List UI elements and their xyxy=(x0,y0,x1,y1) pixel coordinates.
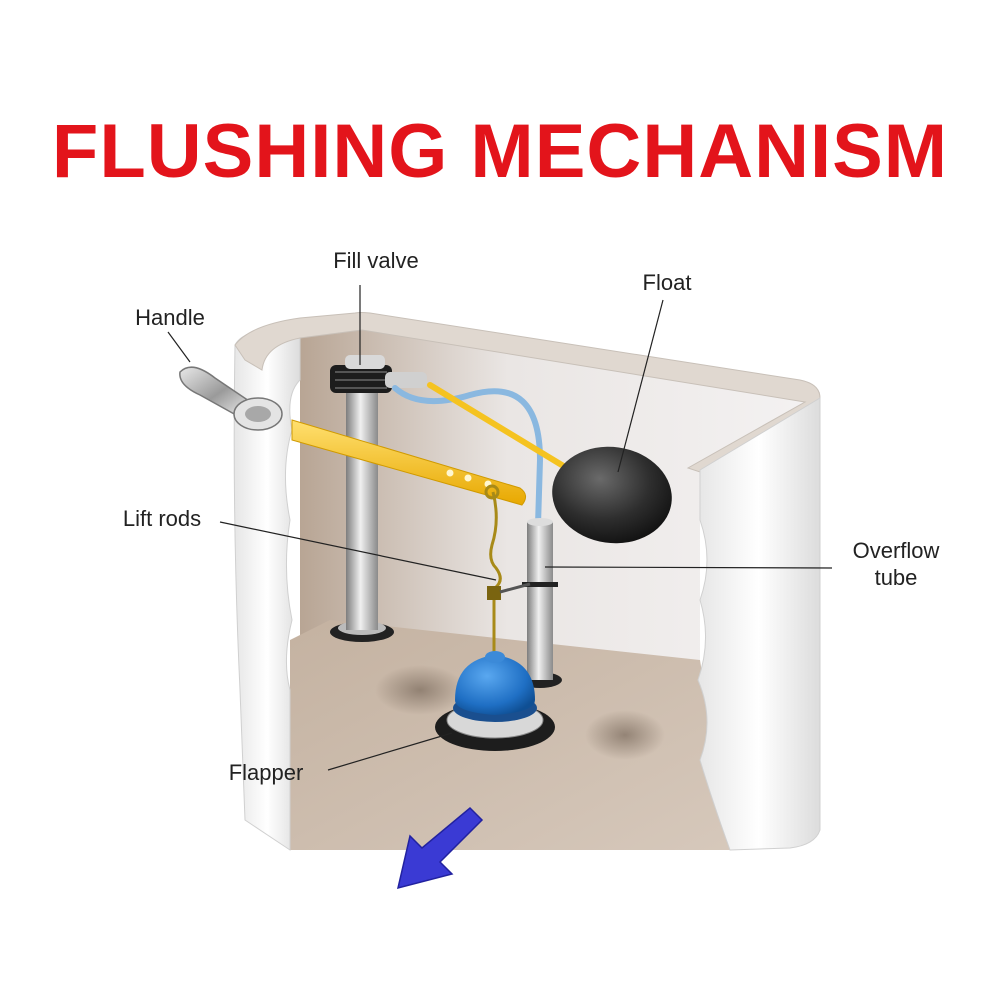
label-lift-rods: Lift rods xyxy=(123,506,201,531)
tank-left-wall xyxy=(233,321,301,851)
float-ball xyxy=(552,446,672,544)
label-overflow-line2: tube xyxy=(875,565,918,590)
floor-shadow-left xyxy=(375,665,465,715)
overflow-tube xyxy=(518,518,562,688)
fill-valve xyxy=(330,355,427,642)
tank-rim xyxy=(234,312,821,473)
toilet-tank xyxy=(233,312,821,851)
flush-handle xyxy=(179,366,283,431)
float-arm xyxy=(427,382,573,473)
tank-right-wall xyxy=(697,397,821,851)
label-overflow-line1: Overflow xyxy=(853,538,940,563)
label-handle: Handle xyxy=(135,305,205,330)
refill-tube xyxy=(392,385,544,528)
flapper xyxy=(435,651,555,751)
diagram-title: FLUSHING MECHANISM xyxy=(51,109,949,194)
leader-lines xyxy=(167,285,833,771)
label-flapper: Flapper xyxy=(229,760,304,785)
floor-shadow-right xyxy=(585,710,665,760)
label-float: Float xyxy=(643,270,692,295)
arrow-down-left-icon xyxy=(396,806,484,890)
trip-lever xyxy=(291,419,526,506)
label-fill-valve: Fill valve xyxy=(333,248,419,273)
